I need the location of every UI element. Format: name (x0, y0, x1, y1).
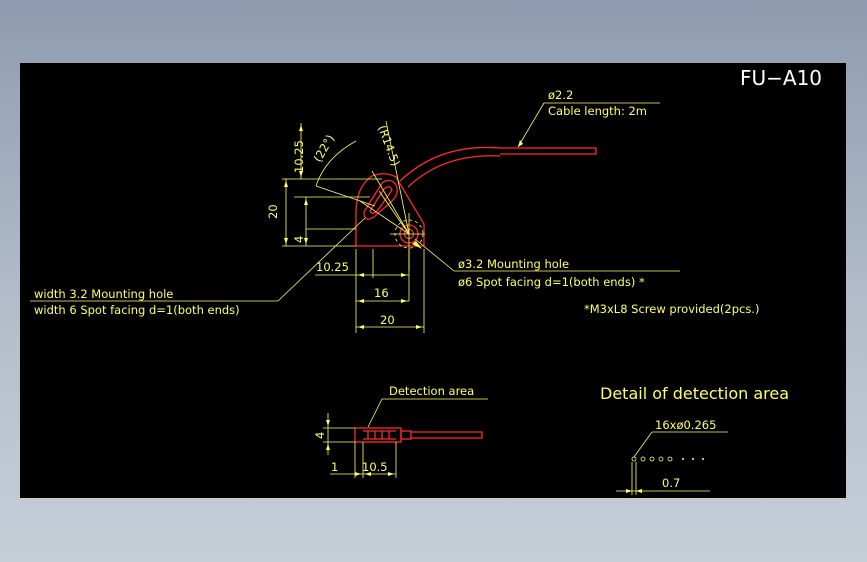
width-spot-label: width 6 Spot facing d=1(both ends) (34, 303, 240, 317)
dim-radius: (R14.5) (375, 123, 403, 168)
arrowheads (284, 125, 523, 329)
detection-area-label: Detection area (389, 384, 474, 398)
dim-0-7: 0.7 (662, 476, 680, 490)
dim-20-horizontal: 20 (380, 313, 395, 327)
dim-10-25-horizontal: 10.25 (316, 260, 349, 274)
drawing-title: FU−A10 (740, 66, 822, 90)
detail-title: Detail of detection area (600, 384, 789, 403)
mounting-spot-label: ø6 Spot facing d=1(both ends) * (458, 275, 645, 289)
cable-diameter-label: ø2.2 (548, 88, 573, 102)
dim-4-side: 4 (313, 432, 327, 439)
dim-10-25-vertical: 10.25 (292, 140, 306, 173)
screw-note: *M3xL8 Screw provided(2pcs.) (584, 302, 759, 316)
construction-lines (359, 120, 425, 271)
dimension-lines (30, 102, 680, 333)
dim-20-vertical: 20 (266, 204, 280, 219)
dim-10-5: 10.5 (362, 460, 388, 474)
dim-1: 1 (331, 460, 338, 474)
dim-4-vertical: 4 (292, 236, 306, 243)
side-view: 4 1 10.5 Detection area (313, 384, 488, 478)
dim-angle: (22°) (310, 132, 337, 164)
fiber-count-label: 16xø0.265 (655, 418, 716, 432)
mounting-hole-label: ø3.2 Mounting hole (458, 257, 569, 271)
detection-detail: Detail of detection area 16xø0.265 0.7 (600, 384, 789, 495)
width-hole-label: width 3.2 Mounting hole (34, 287, 173, 301)
dim-16: 16 (374, 286, 389, 300)
cad-drawing-canvas: FU−A10 (20, 63, 846, 498)
cable-length-label: Cable length: 2m (548, 104, 647, 118)
drawing-svg: FU−A10 (30, 66, 822, 495)
